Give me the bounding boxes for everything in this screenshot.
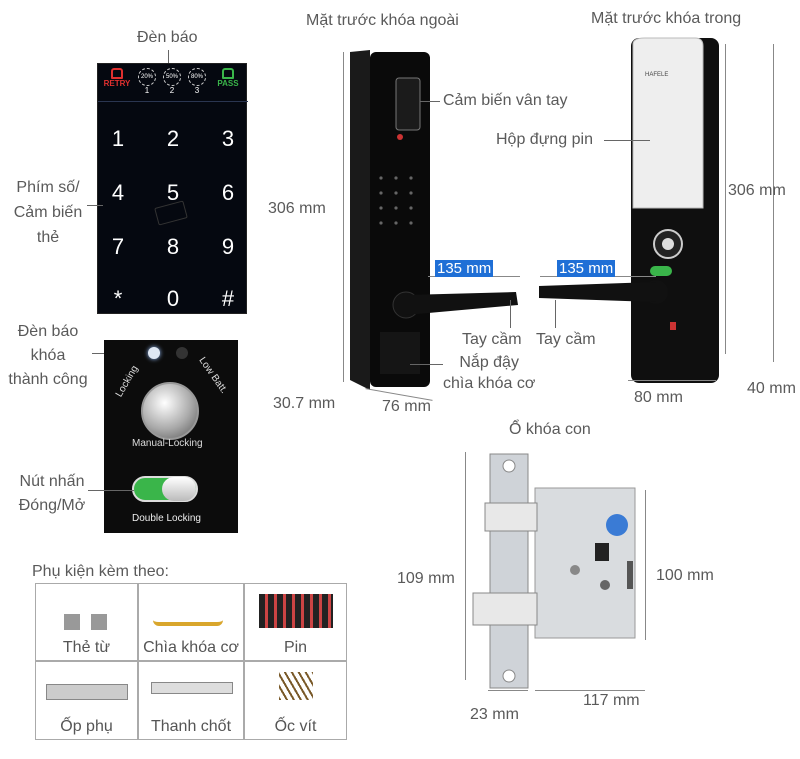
card-tag-icon bbox=[64, 614, 80, 630]
key-9: 9 bbox=[221, 234, 235, 259]
accessory-bar-label: Thanh chốt bbox=[150, 718, 232, 735]
accessory-bar: Thanh chốt bbox=[138, 661, 244, 740]
screws-icon bbox=[279, 672, 313, 700]
pass-icon: PASS bbox=[213, 68, 243, 88]
key-6: 6 bbox=[221, 180, 235, 205]
accessory-plate: Ốp phụ bbox=[35, 661, 138, 740]
control-panel: Locking Low Batt. Manual-Locking Double … bbox=[104, 340, 238, 533]
accessory-battery-label: Pin bbox=[283, 639, 308, 656]
back-depth-arrow bbox=[773, 44, 774, 362]
back-handle-leader bbox=[555, 300, 556, 328]
key-8: 8 bbox=[166, 234, 180, 259]
fingerprint-leader bbox=[420, 101, 440, 102]
back-title: Mặt trước khóa trong bbox=[591, 10, 742, 27]
accessory-key-label: Chìa khóa cơ bbox=[143, 639, 239, 656]
mortise-title: Ổ khóa con bbox=[509, 421, 591, 438]
double-lock-toggle bbox=[132, 476, 198, 502]
back-height-arrow bbox=[725, 44, 726, 354]
battery-label: Hộp đựng pin bbox=[496, 131, 593, 148]
mortise-w1: 23 mm bbox=[470, 706, 519, 723]
card-tag-icon-2 bbox=[91, 614, 107, 630]
front-title: Mặt trước khóa ngoài bbox=[306, 12, 459, 29]
locking-text: Locking bbox=[113, 363, 141, 400]
back-handle-label: Tay cầm bbox=[536, 331, 596, 348]
key-hash: # bbox=[221, 286, 235, 311]
cover-label: Nắp đậy chìa khóa cơ bbox=[443, 354, 536, 392]
battery-50-icon: 50% 2 bbox=[161, 68, 183, 95]
key-7: 7 bbox=[111, 234, 125, 259]
retry-icon: RETRY bbox=[103, 68, 131, 88]
front-handle-leader bbox=[510, 300, 511, 328]
accessories-title: Phụ kiện kèm theo: bbox=[32, 563, 169, 580]
mortise-h2: 100 mm bbox=[656, 567, 714, 584]
back-depth: 40 mm bbox=[747, 380, 796, 397]
key-0: 0 bbox=[166, 286, 180, 311]
mortise-h1-arrow bbox=[465, 452, 466, 680]
key-icon bbox=[153, 596, 223, 626]
battery-80-icon: 80% 3 bbox=[186, 68, 208, 95]
mortise-w2: 117 mm bbox=[583, 692, 640, 709]
key-1: 1 bbox=[111, 126, 125, 151]
back-width: 80 mm bbox=[634, 389, 683, 406]
front-lock-drawing bbox=[350, 50, 518, 390]
front-handle-width: 135 mm bbox=[435, 260, 494, 277]
mortise-w2-arrow bbox=[535, 690, 645, 691]
front-handle-label: Tay cầm bbox=[462, 331, 522, 348]
cover-leader bbox=[410, 364, 443, 365]
lowbatt-text: Low Batt. bbox=[196, 355, 230, 396]
mortise-drawing bbox=[472, 453, 636, 689]
accessory-card-label: Thẻ từ bbox=[62, 639, 111, 656]
key-star: * bbox=[113, 286, 123, 311]
latch-bar-icon bbox=[151, 682, 233, 694]
accessory-screw-label: Ốc vít bbox=[274, 718, 317, 735]
manual-knob bbox=[141, 382, 199, 440]
strike-plate-icon bbox=[46, 684, 128, 700]
keypad-side-leader bbox=[87, 205, 103, 206]
keypad-title: Đèn báo bbox=[137, 29, 198, 46]
accessory-plate-label: Ốp phụ bbox=[60, 718, 113, 735]
mortise-w1-arrow bbox=[488, 690, 528, 691]
accessory-card: Thẻ từ bbox=[35, 583, 138, 661]
back-height: 306 mm bbox=[728, 182, 786, 199]
back-width-arrow bbox=[628, 380, 716, 381]
accessory-battery: Pin bbox=[244, 583, 347, 661]
keypad-side-label: Phím số/ Cảm biến thẻ bbox=[13, 179, 83, 246]
battery-leader bbox=[604, 140, 650, 141]
front-width: 76 mm bbox=[382, 398, 431, 415]
fingerprint-label: Cảm biến vân tay bbox=[443, 92, 568, 109]
keypad-image: RETRY 20% 1 50% 2 80% 3 PASS 1 2 3 4 5 6… bbox=[97, 63, 248, 314]
back-brand: HAFELE bbox=[645, 72, 668, 78]
success-led bbox=[148, 347, 160, 359]
accessory-screw: Ốc vít bbox=[244, 661, 347, 740]
front-height-arrow bbox=[343, 52, 344, 382]
key-5: 5 bbox=[166, 180, 180, 205]
mortise-h2-arrow bbox=[645, 490, 646, 640]
back-lock-drawing: HAFELE bbox=[539, 37, 719, 383]
manual-text: Manual-Locking bbox=[132, 438, 203, 449]
key-4: 4 bbox=[111, 180, 125, 205]
front-height: 306 mm bbox=[268, 200, 326, 217]
battery-pack-icon bbox=[259, 594, 333, 628]
battery-20-icon: 20% 1 bbox=[136, 68, 158, 95]
mortise-h1: 109 mm bbox=[397, 570, 455, 587]
back-handle-width: 135 mm bbox=[557, 260, 616, 277]
front-depth: 30.7 mm bbox=[273, 395, 336, 412]
double-text: Double Locking bbox=[132, 513, 201, 524]
key-2: 2 bbox=[166, 126, 180, 151]
success-label: Đèn báo khóa thành công bbox=[8, 323, 88, 388]
key-3: 3 bbox=[221, 126, 235, 151]
button-leader bbox=[88, 490, 134, 491]
keypad-title-leader bbox=[168, 50, 169, 64]
button-label: Nút nhấn Đóng/Mở bbox=[18, 473, 86, 514]
accessory-key: Chìa khóa cơ bbox=[138, 583, 244, 661]
keypad-divider bbox=[98, 101, 248, 102]
lowbatt-led bbox=[176, 347, 188, 359]
